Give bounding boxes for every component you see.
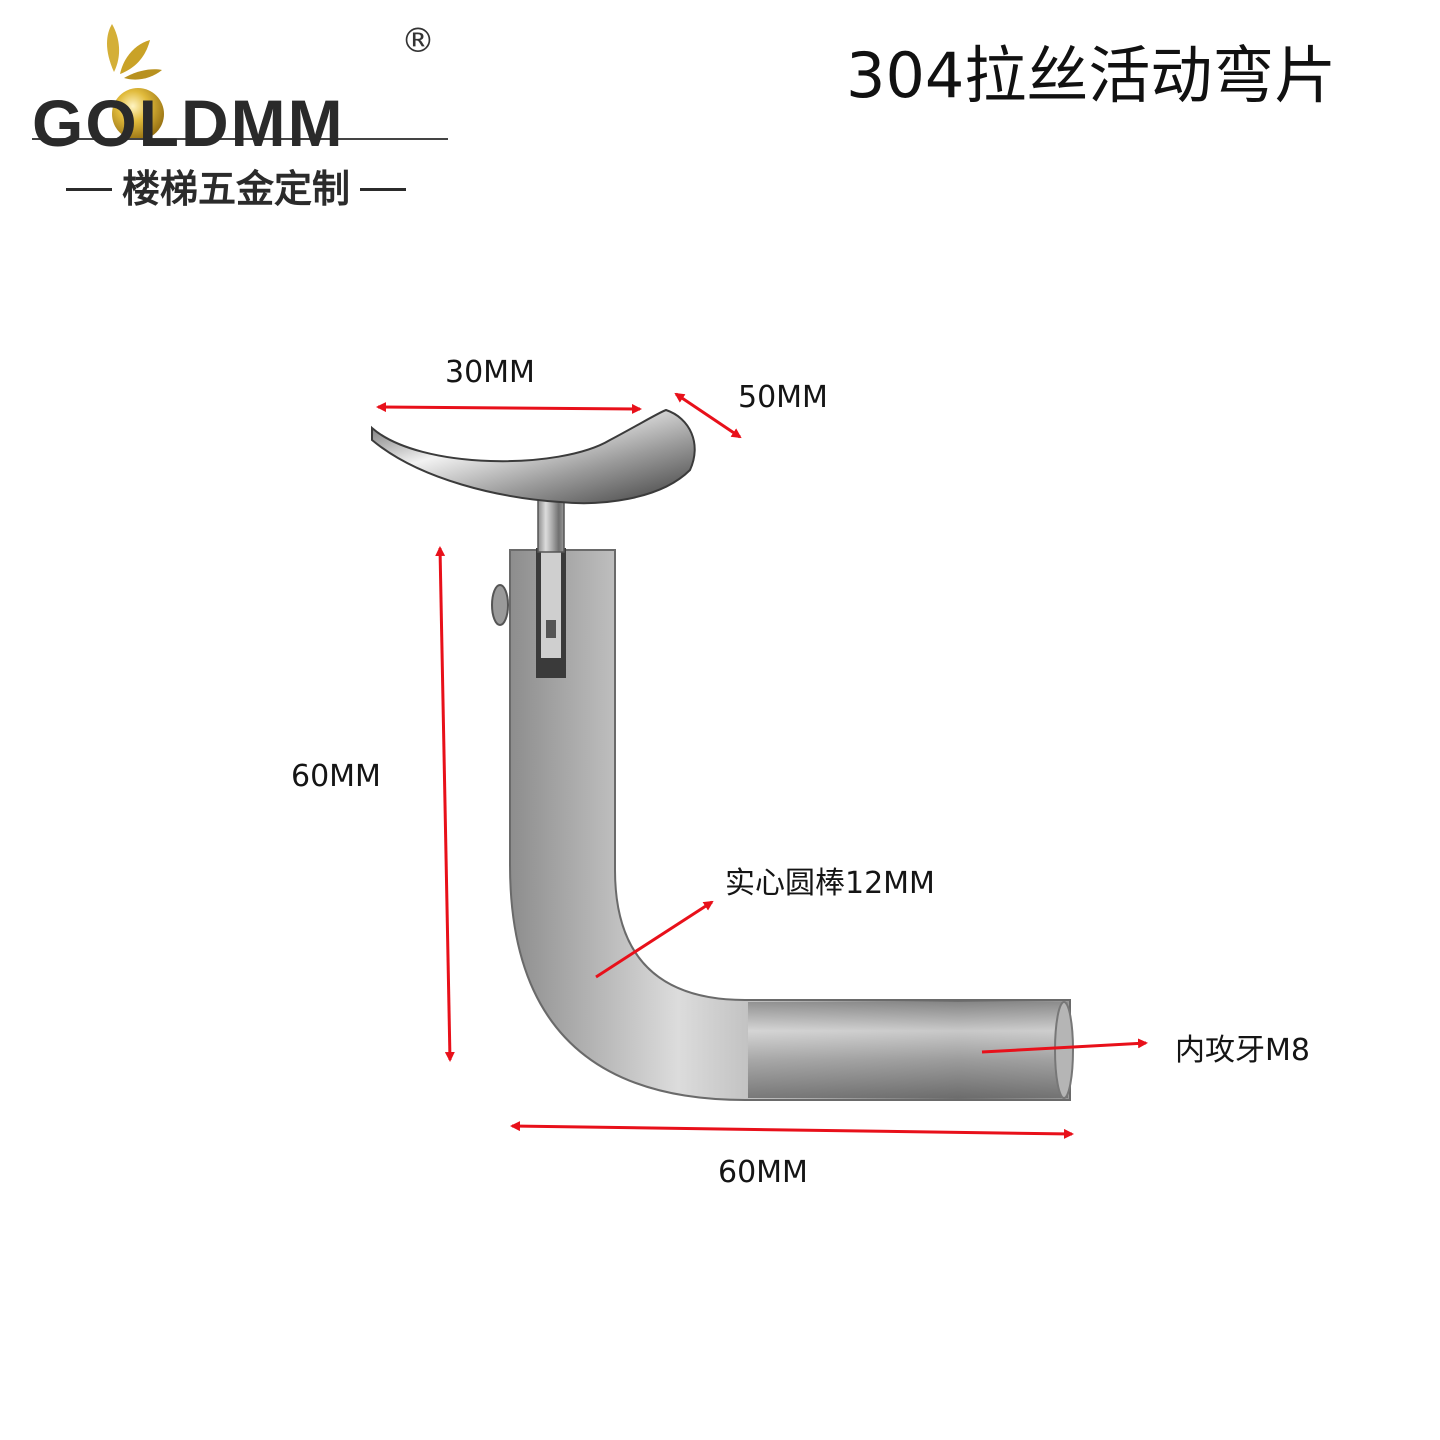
slogan-dash-left bbox=[66, 187, 112, 191]
leaf-sprout-icon bbox=[32, 24, 448, 140]
label-top-depth: 50MM bbox=[738, 380, 828, 415]
registered-mark: ® bbox=[401, 21, 435, 61]
arrow-thread bbox=[981, 1038, 1148, 1054]
label-top-width: 30MM bbox=[445, 355, 535, 390]
label-bottom-length: 60MM bbox=[718, 1155, 808, 1190]
l-bracket-bar bbox=[509, 549, 1074, 1101]
dimension-arrows bbox=[376, 392, 1148, 1139]
brand-logo: GOLDMM ® 楼梯五金定制 bbox=[28, 20, 458, 210]
brand-wordmark: GOLDMM bbox=[32, 90, 345, 156]
slogan-dash-right bbox=[360, 187, 407, 191]
product-title: 304拉丝活动弯片 bbox=[846, 39, 1337, 112]
arrow-solid-bar bbox=[595, 900, 714, 979]
arrow-bottom-length bbox=[510, 1121, 1074, 1139]
label-height: 60MM bbox=[291, 759, 381, 794]
arrow-height bbox=[435, 546, 455, 1062]
arrow-top-width bbox=[376, 402, 642, 414]
arrow-top-depth bbox=[674, 392, 742, 439]
brand-slogan: 楼梯五金定制 bbox=[66, 170, 466, 208]
saddle-plate bbox=[371, 408, 696, 505]
label-thread: 内攻牙M8 bbox=[1175, 1033, 1310, 1068]
hinge-slot bbox=[491, 548, 566, 678]
brand-wordmark-text: GOLDMM bbox=[32, 86, 345, 160]
slogan-text: 楼梯五金定制 bbox=[122, 167, 351, 211]
label-solid-bar: 实心圆棒12MM bbox=[725, 866, 935, 901]
